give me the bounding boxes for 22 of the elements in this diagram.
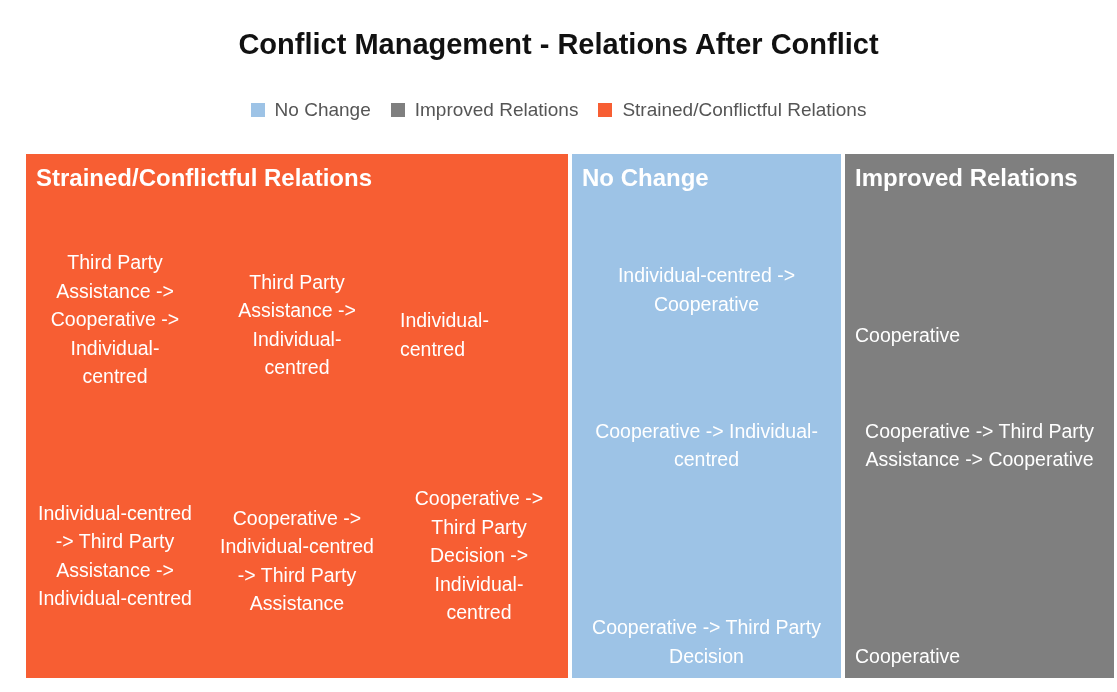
chart-title: Conflict Management - Relations After Conflict: [237, 28, 880, 61]
group-title: Improved Relations: [855, 164, 1078, 192]
group-title: No Change: [582, 164, 709, 192]
tile-label: Cooperative -> Third Party Decision: [591, 615, 822, 669]
legend-label: No Change: [274, 99, 371, 121]
tile-label: Cooperative -> Third Party Assistance -> Cooperative: [864, 418, 1095, 472]
category-area: [26, 154, 568, 678]
category-area: [845, 154, 1114, 678]
tile-label: Cooperative -> Individual-centred -> Third Party Assistance: [219, 505, 375, 616]
tile-label: Cooperative: [855, 322, 961, 348]
legend-label: Strained/Conflictful Relations: [622, 99, 867, 121]
legend-label: Improved Relations: [414, 99, 579, 121]
tile-label: Cooperative: [855, 643, 961, 669]
tile-label: Individual-centred -> Third Party Assistance -> Individual-centred: [37, 500, 193, 611]
tile-label: Individual-centred: [400, 308, 490, 362]
group-title: Strained/Conflictful Relations: [36, 164, 373, 192]
category-area: [572, 154, 841, 678]
tile-label: Third Party Assistance -> Cooperative -> Individual-centred: [49, 250, 181, 390]
tile-label: Cooperative -> Individual-centred: [594, 418, 819, 472]
tile-label: Cooperative -> Third Party Decision -> Individual-centred: [413, 486, 545, 626]
tile-label: Third Party Assistance -> Individual-centred: [237, 269, 357, 380]
tile-label: Individual-centred -> Cooperative: [616, 263, 797, 317]
